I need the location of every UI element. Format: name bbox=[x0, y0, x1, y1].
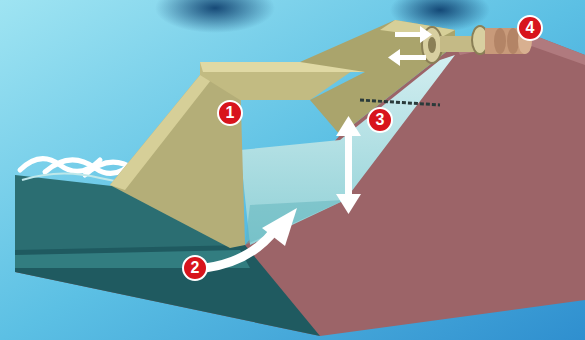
callout-number: 2 bbox=[182, 255, 208, 281]
callout-number: 3 bbox=[367, 107, 393, 133]
front-wall bbox=[110, 75, 245, 248]
callout-number: 1 bbox=[217, 100, 243, 126]
background-shade bbox=[155, 0, 275, 33]
front-wall bbox=[110, 75, 215, 190]
water-level-arrow bbox=[336, 116, 361, 214]
land-block bbox=[15, 30, 585, 336]
duct bbox=[300, 20, 455, 135]
turbine bbox=[422, 26, 532, 63]
valve-line bbox=[360, 100, 440, 105]
wave-flow-arrow bbox=[262, 208, 297, 246]
duct bbox=[380, 20, 455, 38]
callout-number: 4 bbox=[517, 15, 543, 41]
air-flow-arrow bbox=[388, 26, 432, 66]
wave-flow-arrow bbox=[205, 230, 275, 268]
chamber-water bbox=[245, 200, 345, 245]
sea-front bbox=[15, 245, 320, 336]
